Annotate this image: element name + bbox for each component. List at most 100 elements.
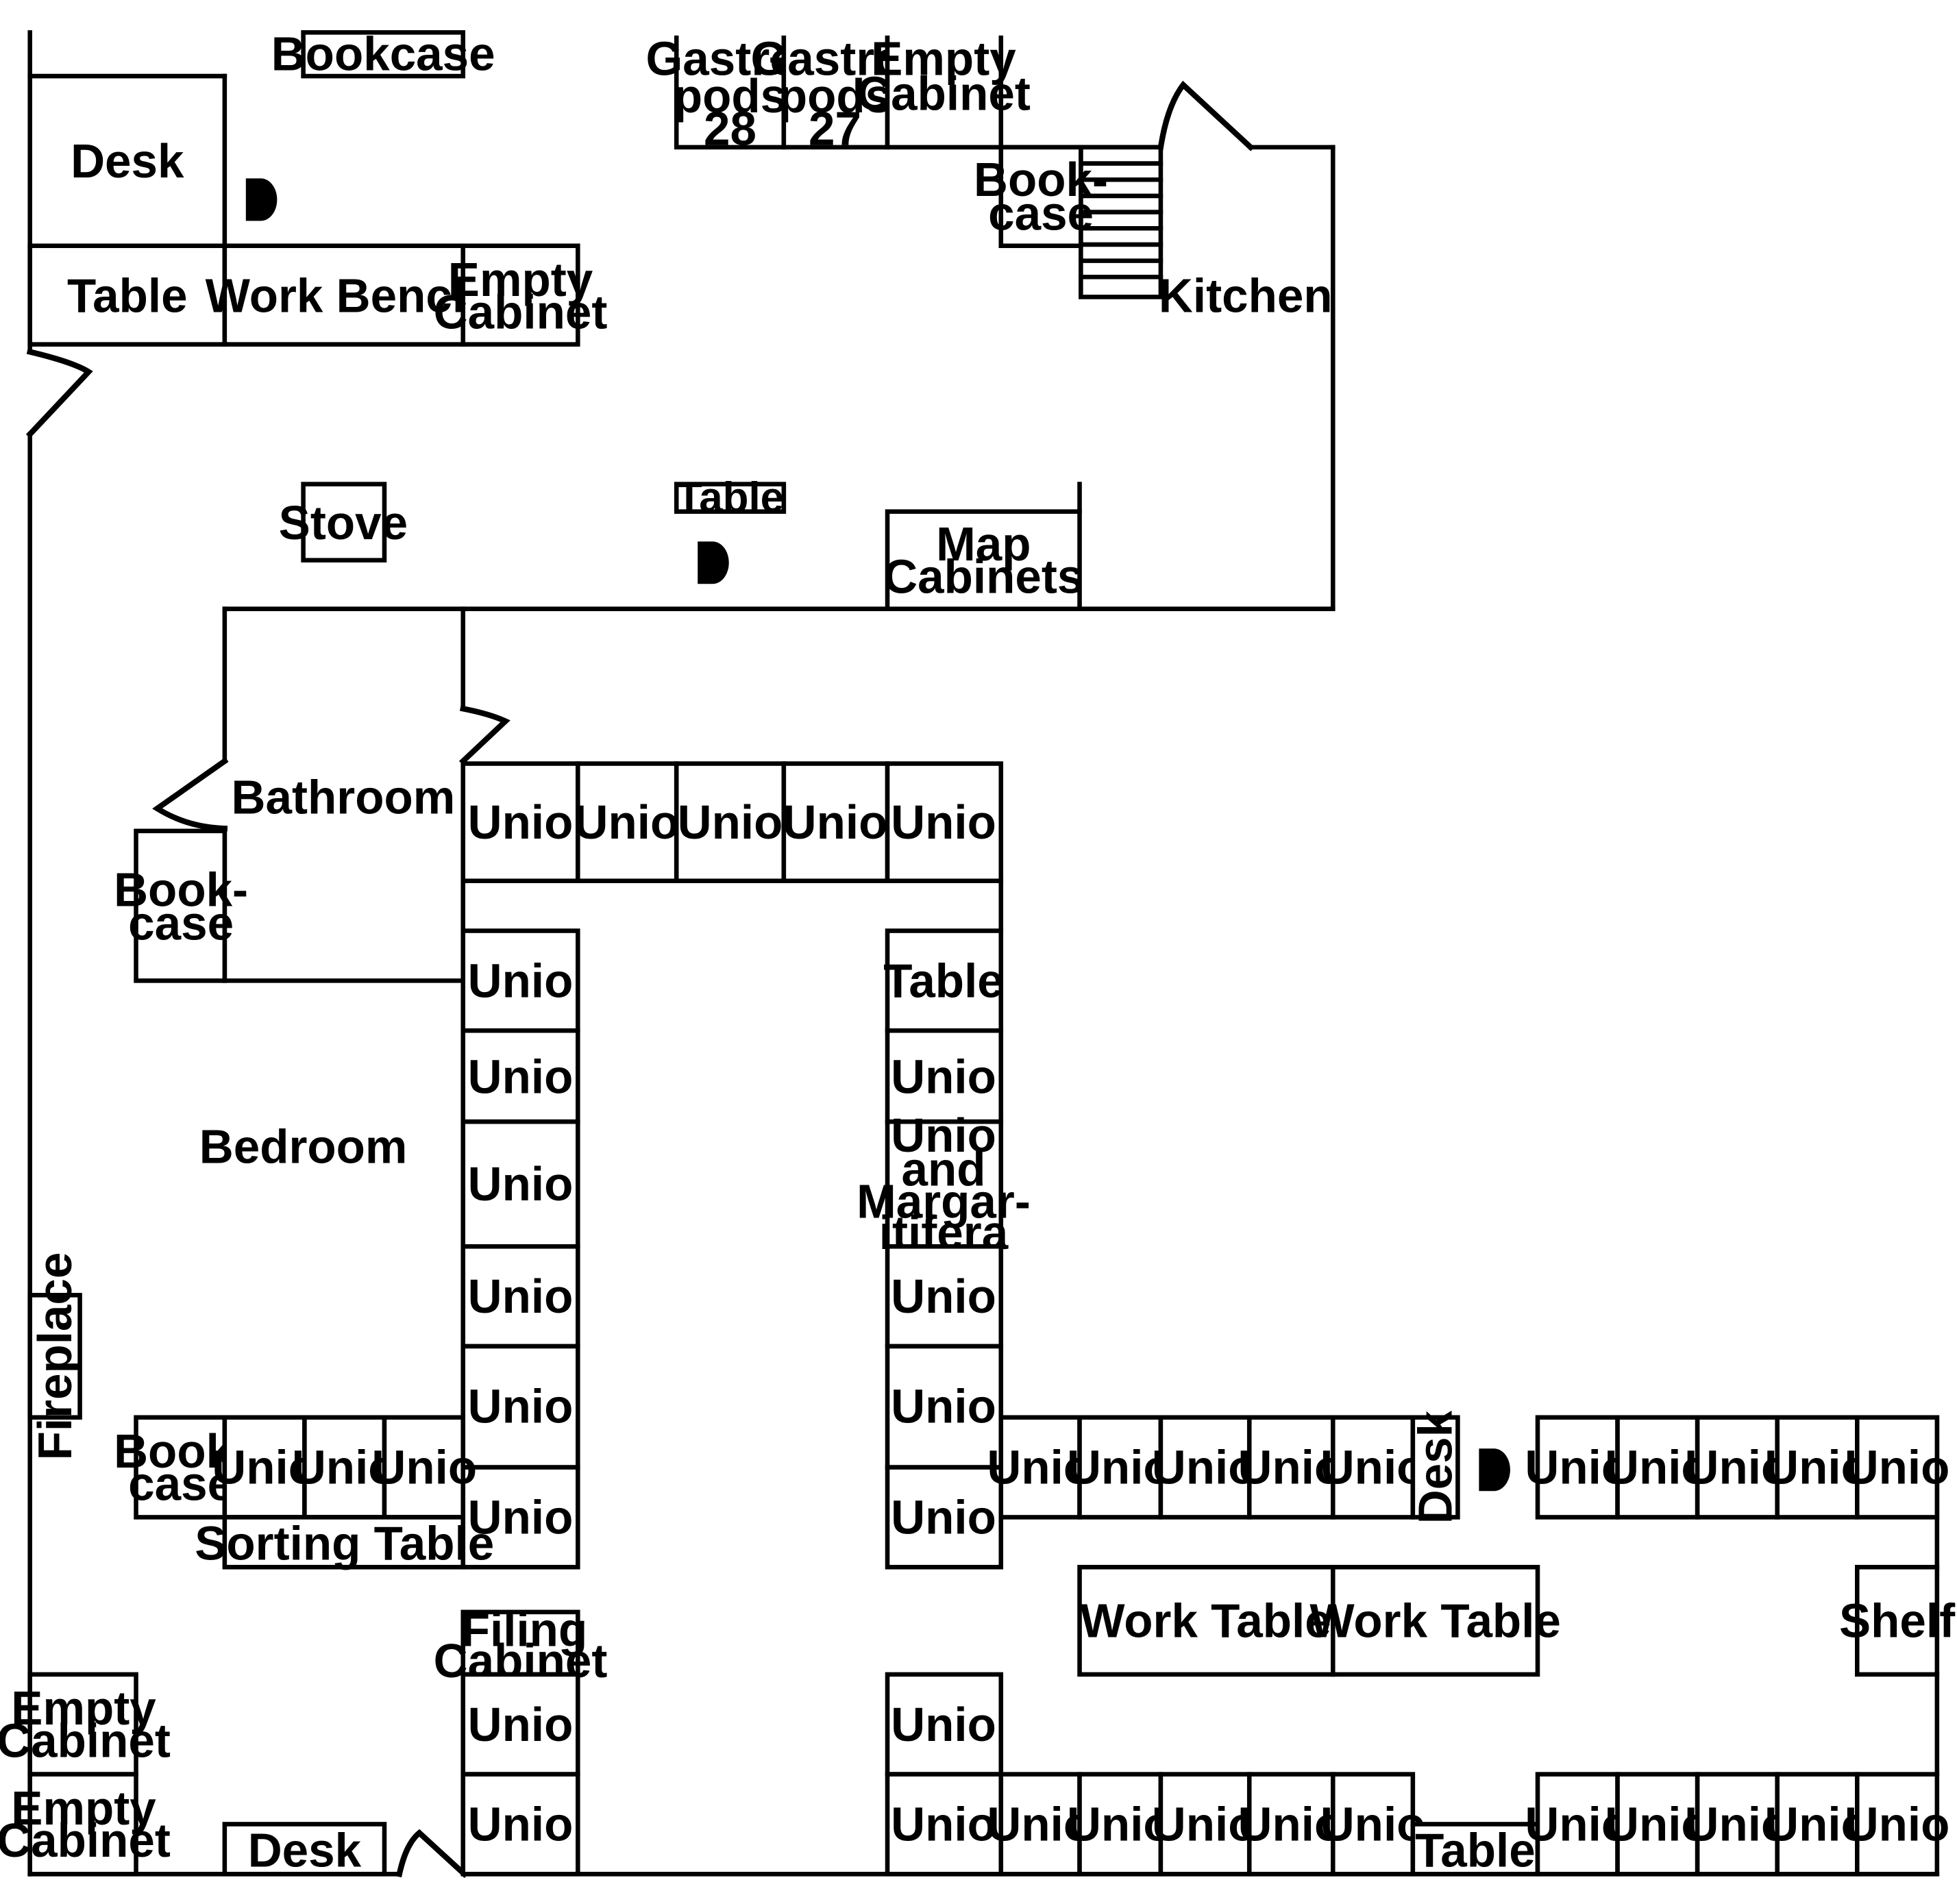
unio-label: Unio (1845, 1441, 1950, 1494)
kitchen-label: Kitchen (1159, 269, 1333, 323)
filing-cabinet-line-1: Filing (461, 1603, 587, 1656)
doors (25, 80, 1255, 1879)
empty-cabinet-sw1-line-2: Cabinet (0, 1714, 171, 1767)
unio-cabinet (576, 761, 679, 883)
table-mid-label: Table (676, 474, 784, 521)
unio-cabinet (1535, 1415, 1620, 1520)
bookcase-top (301, 30, 466, 79)
empty-cabinet-sw1 (27, 1672, 138, 1777)
bookcase-bathroom (134, 828, 227, 983)
unio-label: Unio (1152, 1441, 1257, 1494)
desk-top-label: Desk (71, 134, 184, 188)
unio-cabinet (998, 1415, 1082, 1520)
door-swing-icon[interactable] (458, 705, 510, 765)
shelf (1855, 1565, 1940, 1677)
gastropods-28 (674, 30, 787, 150)
fireplace-label: Fireplace (28, 1252, 82, 1461)
door-swing-icon[interactable] (152, 757, 229, 832)
desk-bottom (222, 1822, 387, 1877)
map-cabinets (885, 509, 1082, 611)
unio-label: Unio (468, 795, 574, 849)
unio-label: Unio (292, 1441, 397, 1494)
bookcase-bathroom-line-1: Book- (114, 863, 248, 916)
unio-cabinet (674, 761, 787, 883)
unio-cabinet (1535, 1772, 1620, 1877)
stove-label: Stove (279, 496, 408, 549)
unio-cabinet (781, 761, 890, 883)
unio-label: Unio (1764, 1797, 1870, 1851)
unio-label: Unio (783, 795, 888, 849)
door-swing-icon[interactable] (25, 348, 93, 438)
bookcase-top-label: Bookcase (271, 27, 495, 80)
desk-bottom-label: Desk (248, 1824, 362, 1877)
unio-cabinet (460, 928, 580, 1033)
sorting-table-label: Sorting Table (195, 1517, 494, 1570)
unio-cabinet (222, 1415, 307, 1520)
unio-cabinet (1246, 1772, 1336, 1877)
bathroom-label: Bathroom (232, 771, 456, 824)
unio-label: Unio (1685, 1797, 1790, 1851)
unio-margaritifera-line-2: and (901, 1142, 985, 1196)
work-table-1-label: Work Table (1080, 1594, 1331, 1648)
map-cabinets-line-2: Cabinets (883, 549, 1083, 603)
seats (245, 178, 1510, 1492)
bookcase-kitchen-line-1: Book- (974, 153, 1108, 206)
unio-cabinet (1855, 1415, 1940, 1520)
door-swing-icon[interactable] (1157, 80, 1255, 151)
unio-label: Unio (1605, 1797, 1710, 1851)
unio-label: Unio (891, 795, 996, 849)
unio-label: Unio (891, 1490, 996, 1544)
work-bench-label: Work Bench (206, 269, 481, 323)
unio-cabinet (302, 1415, 387, 1520)
work-table-2-label: Work Table (1309, 1594, 1561, 1648)
fireplace (27, 1293, 82, 1420)
table-nw-label: Table (67, 269, 188, 323)
unio-cabinet (460, 1672, 580, 1777)
bookcase-kitchen-line-2: case (988, 186, 1094, 240)
unio-label: Unio (1605, 1441, 1710, 1494)
work-table-2 (1331, 1565, 1540, 1677)
door-swing-icon[interactable] (396, 1829, 469, 1879)
empty-cabinet-nw-line-1: Empty (448, 253, 593, 306)
empty-cabinet-sw2 (27, 1772, 138, 1877)
unio-cabinet (998, 1772, 1082, 1877)
seat-icon (698, 541, 729, 584)
unio-cabinet (382, 1415, 466, 1520)
gastropods-28-line-2: pods (674, 69, 787, 123)
empty-cabinet-sw2-line-2: Cabinet (0, 1814, 171, 1867)
unio-label: Unio (1238, 1441, 1343, 1494)
unio-cabinet (460, 1772, 580, 1877)
gastropods-28-line-3: 28 (704, 102, 756, 156)
table-nw (27, 243, 227, 347)
unio-label: Unio (371, 1441, 477, 1494)
unio-cabinet (885, 761, 1004, 883)
unio-label: Unio (891, 1270, 996, 1323)
bookcase-sw-line-2: case (128, 1457, 234, 1510)
gastropods-27-line-3: 27 (809, 102, 861, 156)
unio-label: Unio (987, 1441, 1092, 1494)
unio-cabinet (885, 1465, 1004, 1570)
bedroom-label: Bedroom (199, 1120, 408, 1174)
work-table-1 (1077, 1565, 1336, 1677)
unio-label: Unio (891, 1698, 996, 1751)
empty-cabinet-nw (460, 243, 580, 347)
unio-cabinet (1246, 1415, 1336, 1520)
unio-label: Unio (1320, 1441, 1426, 1494)
unio-label: Unio (1525, 1441, 1630, 1494)
desk-vertical-label: Desk (1409, 1410, 1462, 1524)
unio-label: Unio (1320, 1797, 1426, 1851)
unio-cabinet (460, 761, 580, 883)
unio-cabinet (460, 1119, 580, 1249)
unio-label: Unio (468, 1050, 574, 1104)
unio-label: Unio (1238, 1797, 1343, 1851)
table-mid (674, 482, 787, 514)
sorting-table (222, 1515, 466, 1570)
stove (301, 482, 387, 562)
unio-label: Unio (468, 1379, 574, 1433)
unio-label: Unio (468, 1270, 574, 1323)
unio-margaritifera-line-3: Margar- (857, 1175, 1031, 1228)
shelf-label: Shelf (1839, 1594, 1956, 1648)
unio-label: Unio (468, 1157, 574, 1211)
unio-label: Unio (468, 1797, 574, 1851)
unio-label: Unio (1525, 1797, 1630, 1851)
